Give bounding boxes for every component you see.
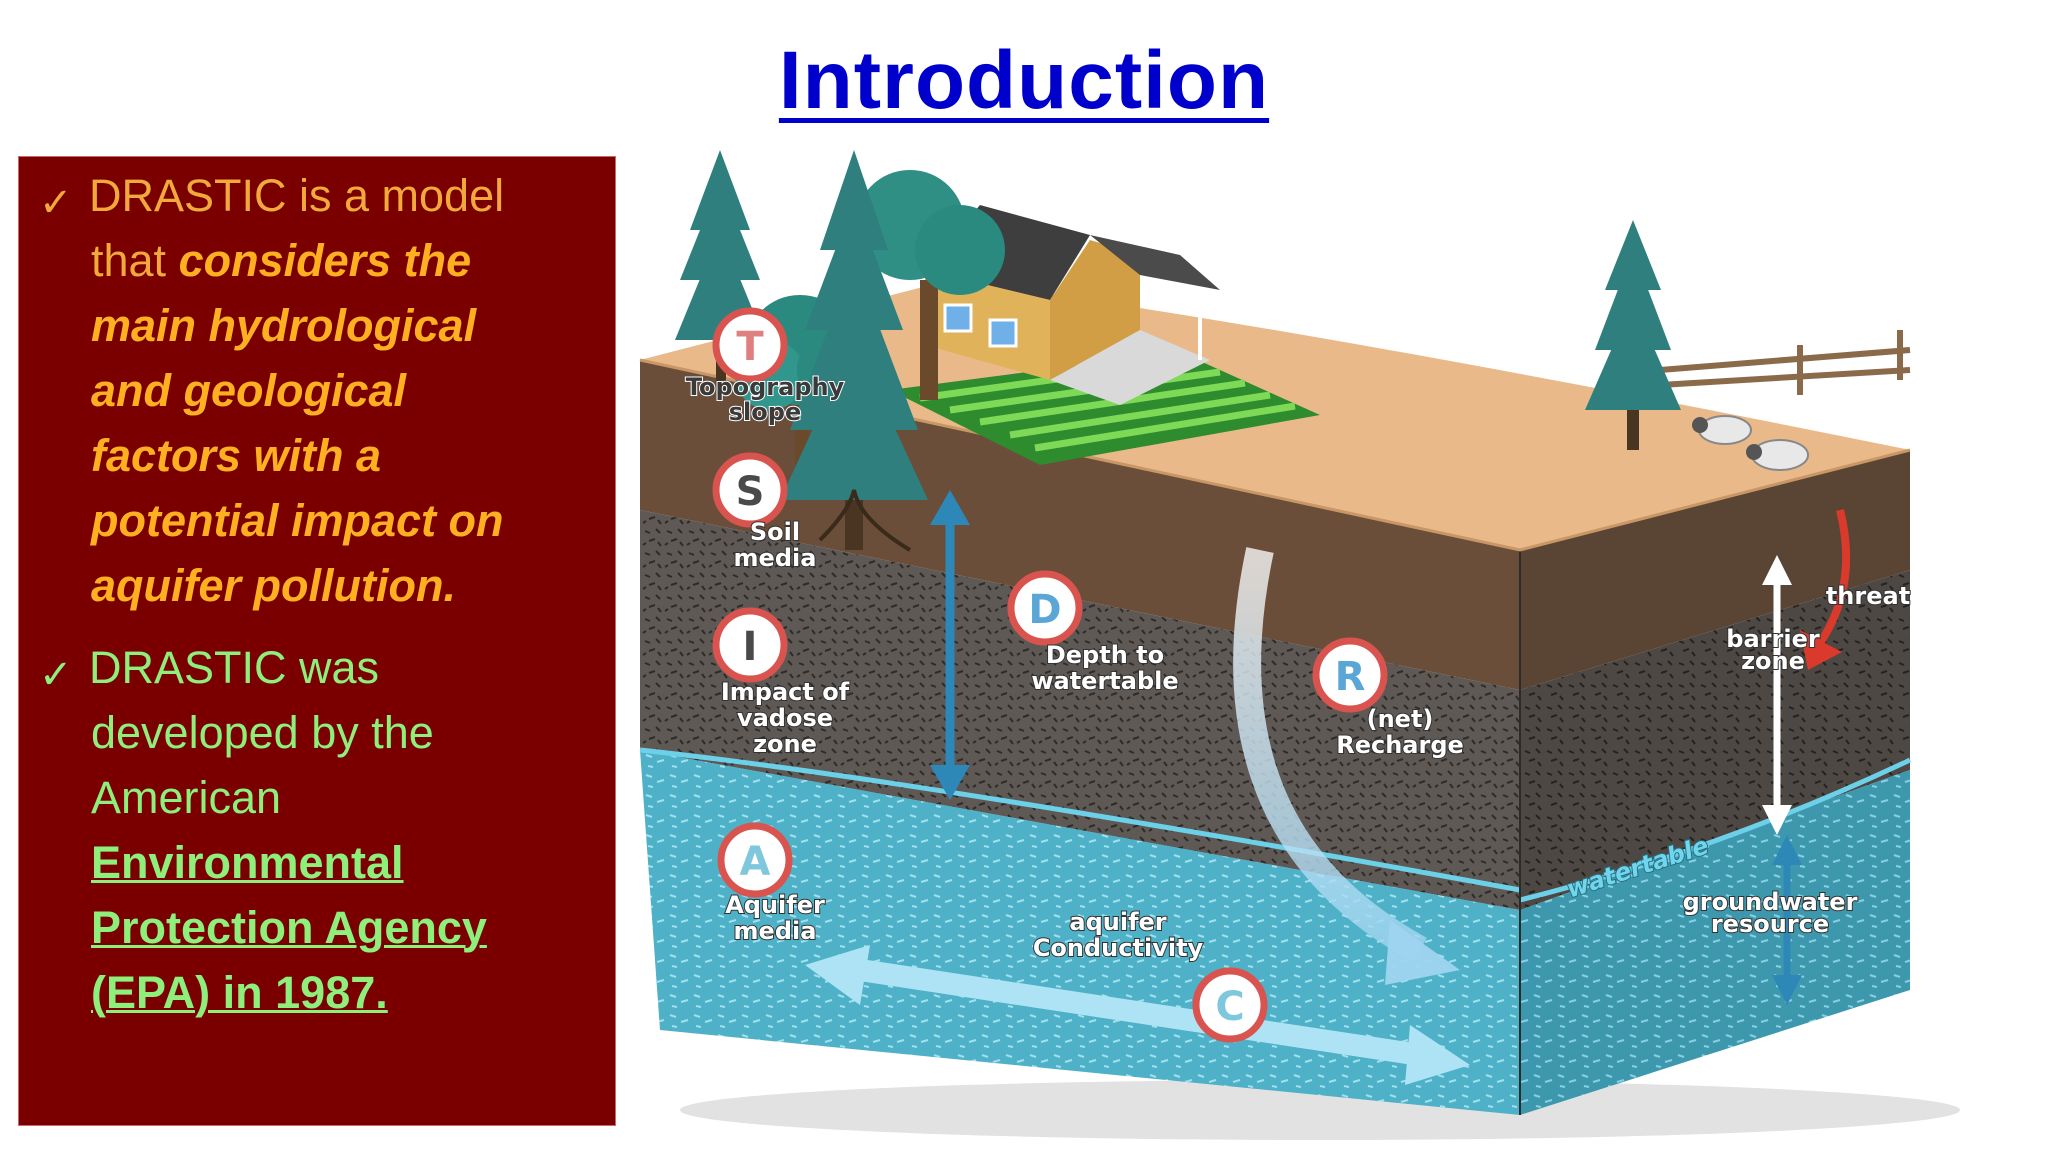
bullet-1-emph-line: and geological (91, 365, 407, 416)
checkmark-icon: ✓ (39, 180, 73, 226)
depth-arrow-icon (930, 490, 970, 800)
bullet-1: ✓ DRASTIC is a model that considers the … (39, 163, 599, 618)
tree-right-pine (1585, 220, 1681, 450)
bullet-2-plain-line: developed by the (91, 707, 434, 758)
fence (1659, 330, 1911, 395)
conductivity-arrow-icon (805, 945, 1470, 1085)
bullet-2-plain-line: American (91, 772, 282, 823)
badge-d: D (1007, 570, 1083, 646)
badge-c: C (1192, 967, 1268, 1043)
label-threat: threat (1826, 582, 1910, 610)
label-groundwater-resource: resource (1711, 910, 1829, 938)
slide-title: Introduction (778, 35, 1270, 126)
bullet-1-intro: DRASTIC is a model (89, 170, 505, 221)
bullet-2-emph-line: Protection Agency (91, 902, 487, 953)
label-recharge: Recharge (1336, 731, 1464, 759)
badge-r: R (1312, 637, 1388, 713)
bullet-1-emph-line: potential impact on (91, 495, 504, 546)
bullet-2-emph-line: (EPA) in 1987. (91, 967, 388, 1018)
label-slope: slope (729, 398, 801, 426)
label-impact-of: Impact of (721, 678, 850, 706)
label-net: (net) (1367, 705, 1434, 733)
label-conductivity: Conductivity (1033, 934, 1204, 962)
svg-text:T: T (736, 324, 764, 370)
label-depth-to: Depth to (1046, 641, 1164, 669)
svg-text:S: S (736, 469, 765, 515)
bullet-1-line2-emph: considers the (178, 235, 472, 286)
groundwater-arrow-icon (1772, 835, 1802, 1005)
label-topography: Topography (686, 373, 845, 401)
barrier-arrow-icon (1762, 555, 1792, 835)
label-barrier-zone: zone (1741, 647, 1805, 675)
recharge-arrow-icon (1233, 547, 1460, 985)
svg-text:R: R (1335, 654, 1366, 700)
checkmark-icon: ✓ (39, 652, 73, 698)
text-panel: ✓ DRASTIC is a model that considers the … (18, 156, 616, 1126)
label-groundwater: groundwater (1683, 888, 1858, 916)
ground-shadow (680, 1080, 1960, 1140)
svg-text:A: A (740, 839, 771, 885)
bullet-2-intro: DRASTIC was (89, 642, 380, 693)
label-vadose: vadose (737, 704, 833, 732)
bullet-2-emph-line: Environmental (91, 837, 404, 888)
bullet-1-emph-line: aquifer pollution. (91, 560, 456, 611)
sheep-icon (1692, 415, 1809, 471)
label-aquifer-media: media (734, 917, 817, 945)
label-zone: zone (753, 730, 817, 758)
badge-t: T (712, 307, 788, 383)
label-watertable-d: watertable (1031, 667, 1178, 695)
threat-arrow-icon (1800, 509, 1851, 670)
label-aquifer-c: aquifer (1069, 908, 1166, 936)
svg-text:I: I (743, 624, 758, 670)
bullet-1-emph-line: factors with a (91, 430, 382, 481)
side-face (1519, 450, 1912, 1115)
svg-text:C: C (1215, 984, 1244, 1030)
tree-center-pine (780, 150, 928, 552)
bullet-1-emph-line: main hydrological (91, 300, 477, 351)
label-barrier: barrier (1726, 625, 1820, 653)
label-aquifer: Aquifer (725, 891, 825, 919)
label-soil: Soil (750, 518, 800, 546)
tree-round-large (855, 170, 1005, 400)
bullet-2: ✓ DRASTIC was developed by the American … (39, 635, 599, 1025)
svg-text:D: D (1028, 587, 1061, 633)
badge-a: A (717, 822, 793, 898)
bullet-1-line2-plain: that (91, 235, 179, 286)
badge-s: S (712, 452, 788, 528)
label-soil-media: media (734, 544, 817, 572)
drastic-diagram: T S I A D R C Topography slope Soil medi… (639, 150, 1960, 1140)
badge-i: I (712, 607, 788, 683)
bullet-1-line2: that considers the (39, 228, 599, 293)
